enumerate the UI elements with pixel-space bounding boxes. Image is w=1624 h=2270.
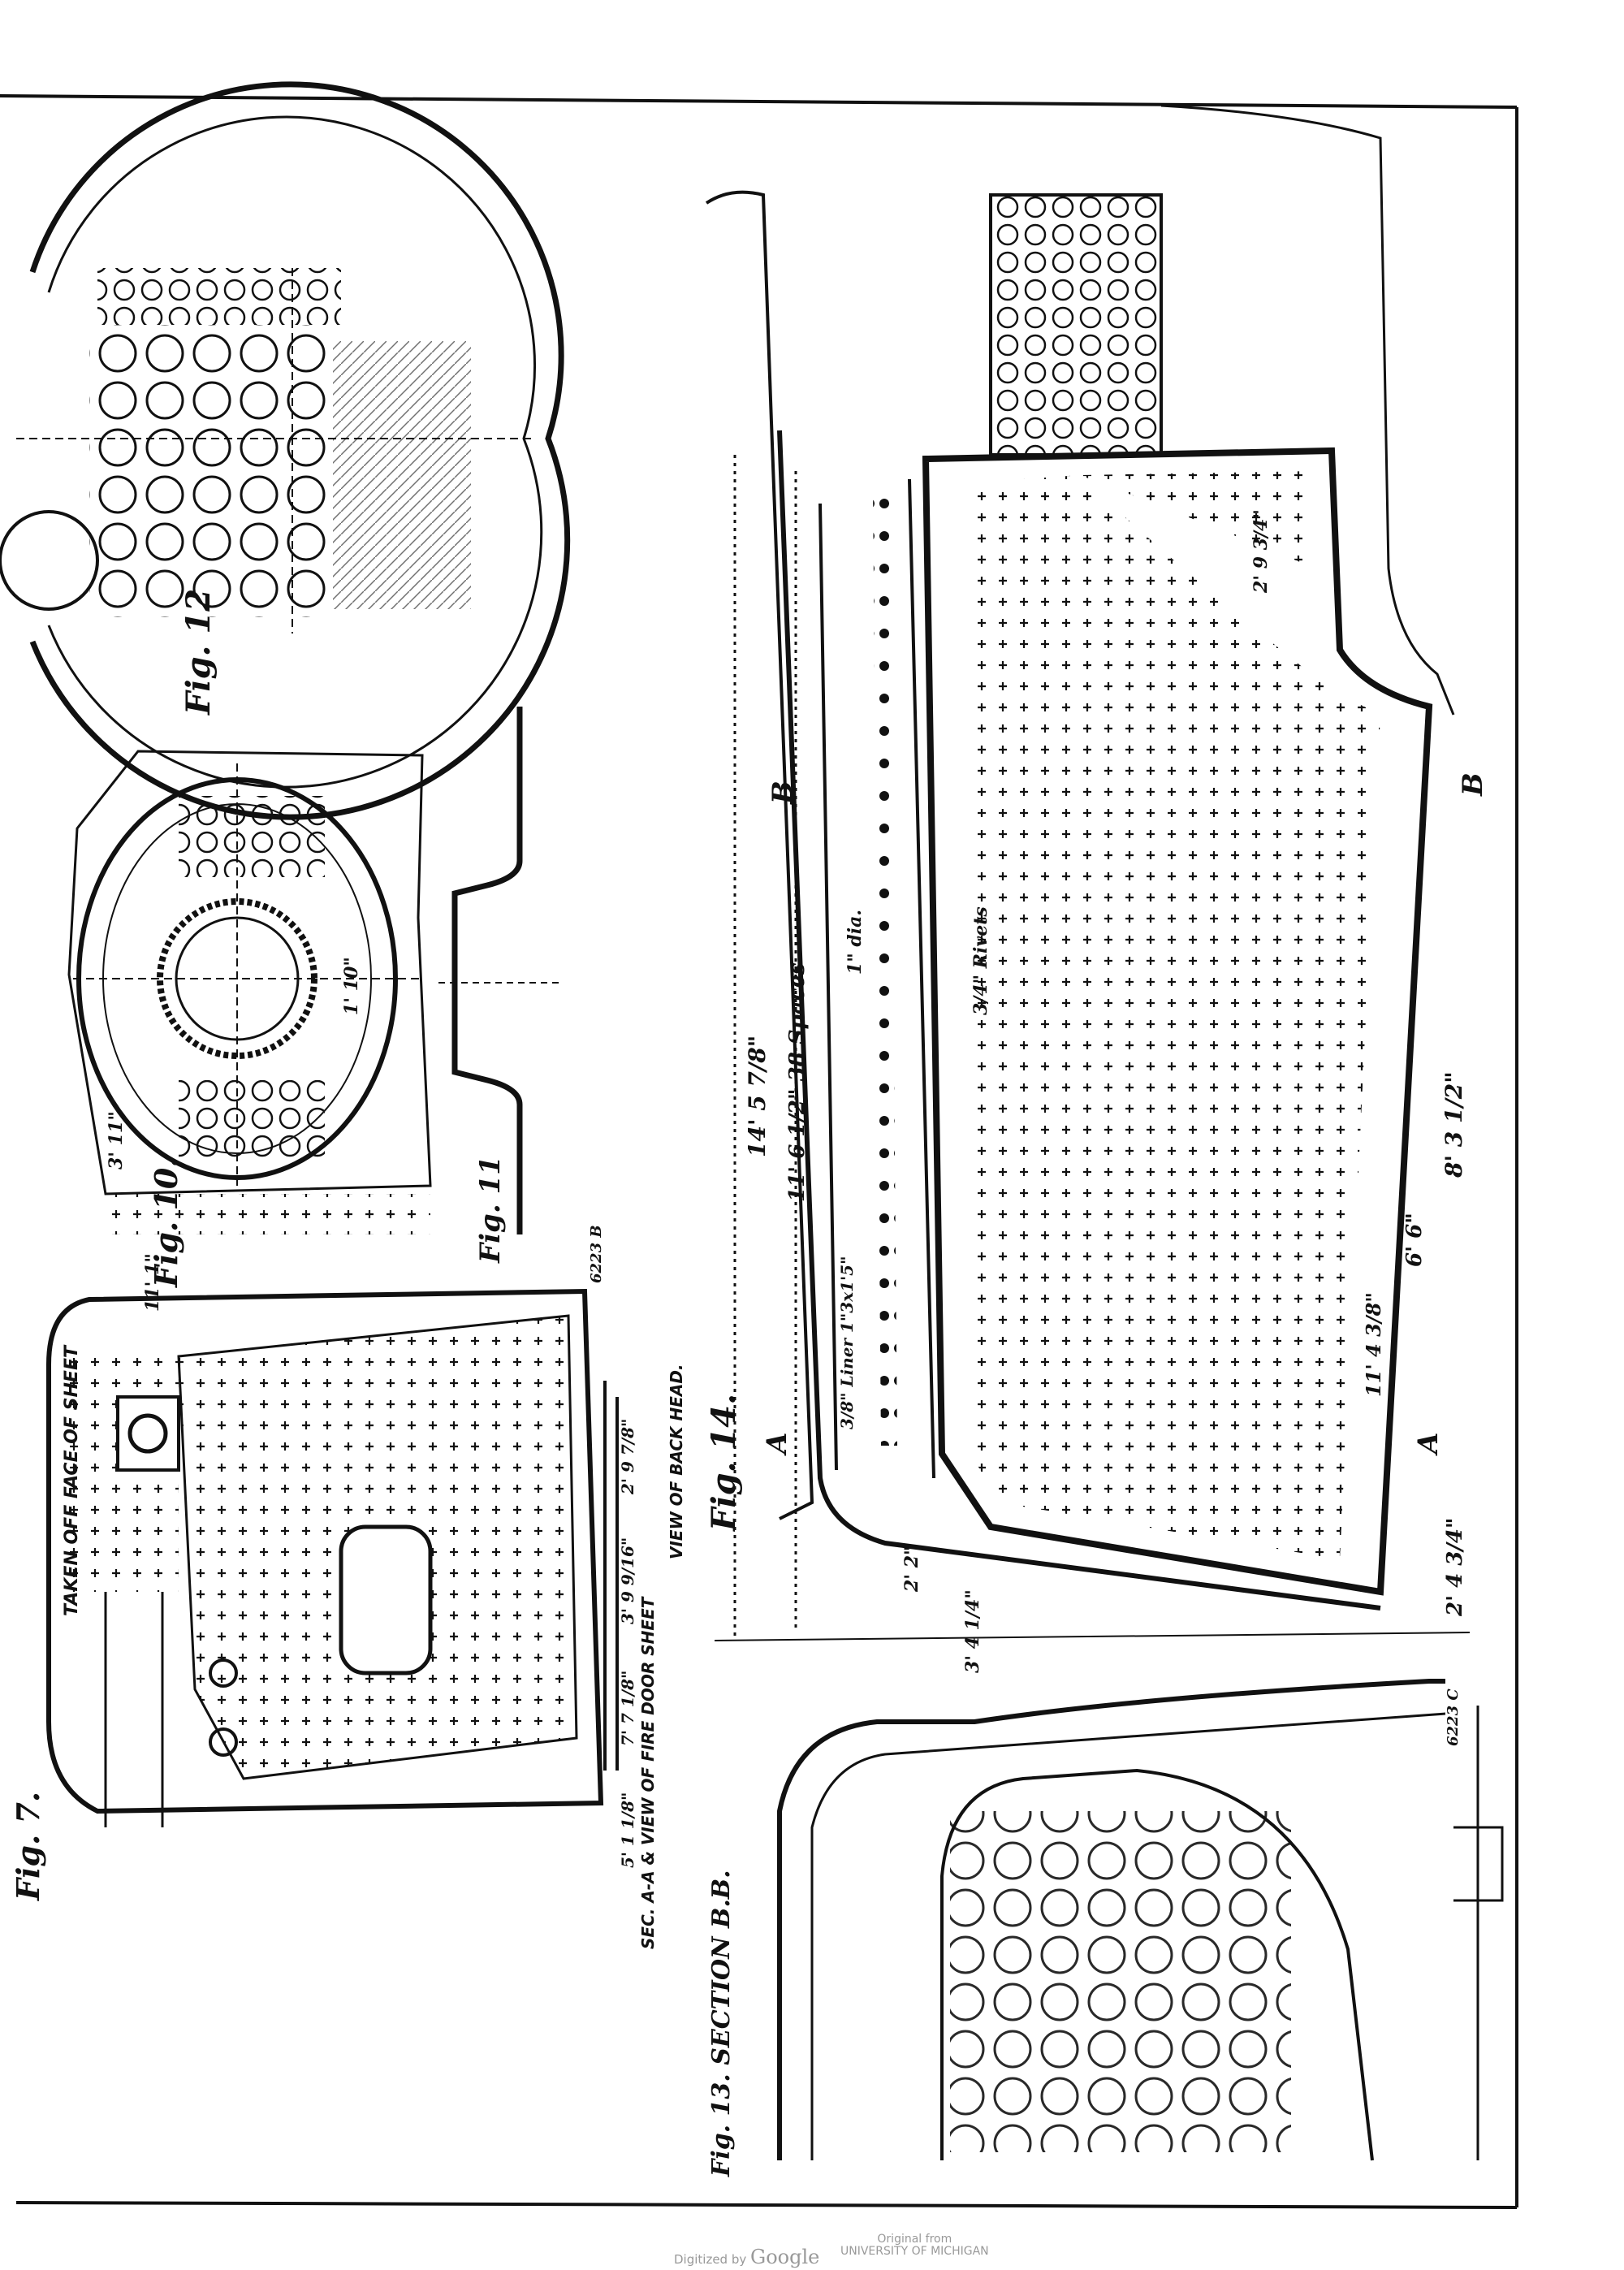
sec-aa-caption: SEC. A-A & VIEW OF FIRE DOOR SHEET: [638, 1596, 658, 1949]
fig10-door-sheet: Fig. 10. 1' 10" 3' 11": [67, 750, 432, 1288]
fig13-label: Fig. 13. SECTION B.B.: [707, 1870, 736, 2177]
fig7-back-head: Fig. 7. TAKEN OFF FACE OF SHEET SEC. A-A…: [10, 1225, 686, 1949]
plate-c-label: 6223 C: [1445, 1688, 1462, 1746]
dim-2-2: 2' 2": [901, 1546, 922, 1593]
dim-3-4: 3' 4 1/4": [962, 1589, 983, 1673]
section-mark-a-right: A: [1412, 1433, 1445, 1456]
dim-6-6: 6' 6": [1402, 1213, 1427, 1267]
dim-11-4: 11' 4 3/8": [1362, 1292, 1385, 1397]
fig14-label: Fig. 14.: [705, 1394, 743, 1532]
back-head-caption: VIEW OF BACK HEAD.: [667, 1364, 686, 1559]
fig14-firebox-elevation: Fig. 14. 14' 5 7/8" 11' 6 1/2" 38 Spaces…: [705, 104, 1489, 1673]
university-text: UNIVERSITY OF MICHIGAN: [840, 2245, 989, 2258]
dim-1-10: 1' 10": [341, 957, 362, 1015]
dim-rivets: 3/4" Rivets: [970, 906, 991, 1015]
section-mark-b: B: [1457, 772, 1489, 797]
dim-overall-length: 14' 5 7/8": [744, 1036, 771, 1157]
dim-2-9: 2' 9 3/4": [1250, 509, 1272, 594]
fig11-label: Fig. 11: [474, 1156, 507, 1264]
dim-5: 5' 1 1/8": [618, 1792, 637, 1868]
dim-dia: 1" dia.: [844, 910, 866, 975]
dim-height-right: 8' 3 1/2": [1440, 1071, 1467, 1178]
fig11-flange-profile: Fig. 11: [438, 707, 560, 1264]
section-mark-b-left: B: [767, 780, 799, 805]
dim-7-7: 7' 7 1/8": [618, 1671, 637, 1746]
digitized-by-google: Digitized by Google: [674, 2246, 819, 2268]
fig12-tube-sheet: Fig. 12: [0, 81, 571, 820]
dim-spaces: 11' 6 1/2" 38 Spaces: [785, 962, 810, 1202]
dim-11: 11' 1": [142, 1253, 163, 1312]
fig7-label: Fig. 7.: [10, 1792, 46, 1901]
dim-3-9: 3' 9 9/16": [618, 1537, 637, 1624]
dim-3-11: 3' 11": [106, 1111, 127, 1170]
fig10-label: Fig. 10.: [148, 1157, 184, 1288]
sheet-border: [0, 94, 1518, 2209]
dim-liner: 3/8" Liner 1"3x1'5": [837, 1256, 857, 1430]
dim-2-978: 2' 9 7/8": [618, 1419, 637, 1495]
section-mark-a: A: [761, 1433, 793, 1456]
fig13-section-bb: Fig. 13. SECTION B.B. 6223 C: [707, 1679, 1504, 2177]
original-from-text: Original from: [877, 2233, 952, 2246]
digitized-text: Digitized by: [674, 2252, 747, 2267]
original-from: Original from UNIVERSITY OF MICHIGAN: [840, 2233, 989, 2258]
plate-b-label: 6223 B: [588, 1225, 605, 1283]
taken-off-face-caption: TAKEN OFF FACE OF SHEET: [62, 1344, 82, 1616]
google-logo: Google: [750, 2246, 820, 2268]
fig12-label: Fig. 12: [179, 589, 218, 716]
dim-2-4: 2' 4 3/4": [1443, 1518, 1467, 1617]
